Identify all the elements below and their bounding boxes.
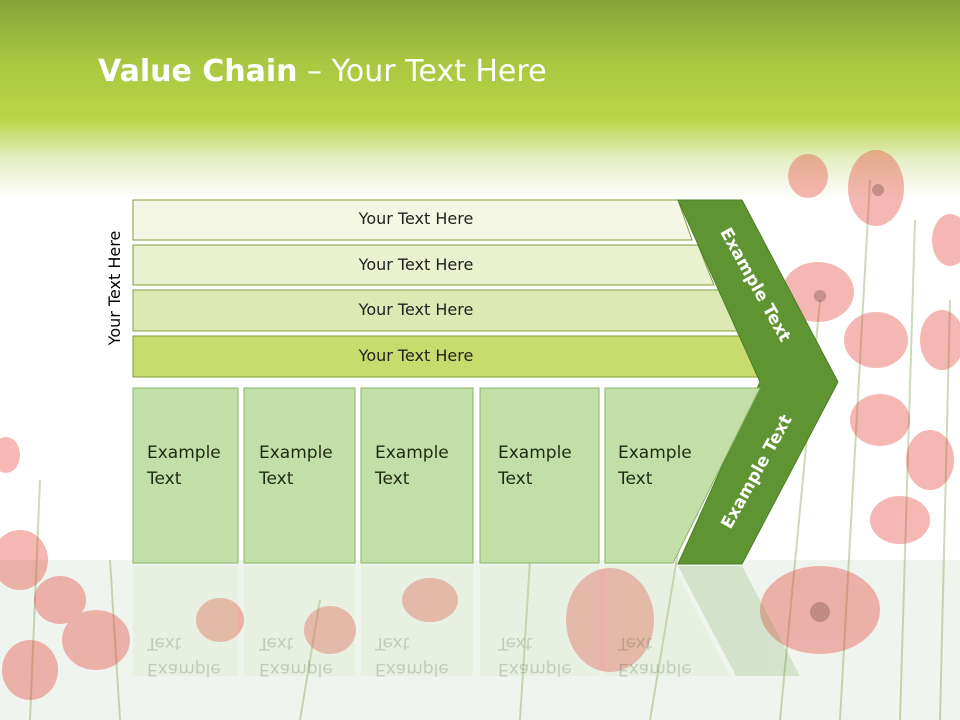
row-label-2: Your Text Here [358, 255, 474, 274]
column-box-2 [243, 387, 356, 564]
row-band-2 [132, 244, 715, 286]
row-band-1 [132, 199, 693, 241]
column-reflection-1-line1: Example [147, 659, 221, 679]
column-reflection-3: Example Text [375, 630, 449, 682]
title-rest: – Your Text Here [297, 54, 547, 89]
column-label-5-line2: Text [618, 469, 653, 489]
column-reflection-3-line2: Text [375, 633, 410, 653]
column-label-2-line2: Text [259, 469, 294, 489]
title-bold: Value Chain [98, 54, 298, 89]
column-label-5: Example Text [618, 440, 692, 492]
column-label-5-line1: Example [618, 443, 692, 463]
column-label-3-line2: Text [375, 469, 410, 489]
column-reflection-4: Example Text [498, 630, 572, 682]
column-box-5 [604, 387, 761, 564]
column-reflection-4-line1: Example [498, 659, 572, 679]
column-reflection-1-line2: Text [147, 633, 182, 653]
value-chain-arrow [677, 199, 839, 565]
header-band [0, 0, 960, 200]
column-reflection-2-line2: Text [259, 633, 294, 653]
row-label-1: Your Text Here [358, 209, 474, 228]
column-reflection-1: Example Text [147, 630, 221, 682]
column-reflection-2-line1: Example [259, 659, 333, 679]
column-label-1: Example Text [147, 440, 221, 492]
column-label-2: Example Text [259, 440, 333, 492]
column-label-1-line1: Example [147, 443, 221, 463]
page-title: Value Chain – Your Text Here [98, 52, 547, 92]
column-box-1 [132, 387, 239, 564]
column-label-3-line1: Example [375, 443, 449, 463]
column-label-3: Example Text [375, 440, 449, 492]
row-label-4: Your Text Here [358, 346, 474, 365]
column-reflection-5-line1: Example [618, 659, 692, 679]
column-label-4: Example Text [498, 440, 572, 492]
column-reflection-3-line1: Example [375, 659, 449, 679]
column-reflection-5-line2: Text [618, 633, 653, 653]
row-label-3: Your Text Here [358, 300, 474, 319]
column-reflection-5: Example Text [618, 630, 692, 682]
column-reflection-4-line2: Text [498, 633, 533, 653]
column-label-4-line2: Text [498, 469, 533, 489]
column-label-2-line1: Example [259, 443, 333, 463]
column-box-3 [360, 387, 474, 564]
column-box-4 [479, 387, 600, 564]
column-reflection-2: Example Text [259, 630, 333, 682]
column-label-4-line1: Example [498, 443, 572, 463]
column-label-1-line2: Text [147, 469, 182, 489]
